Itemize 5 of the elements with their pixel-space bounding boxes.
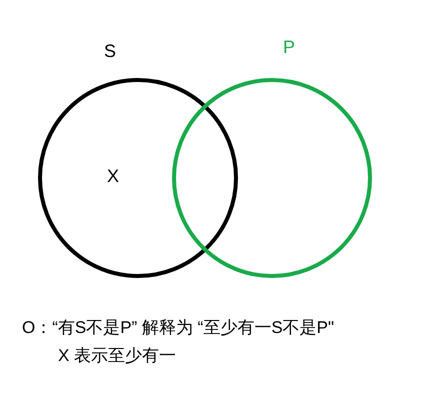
element-label: X [107,166,120,187]
set-label: S [104,41,116,62]
note-text: X 表示至少有一 [58,345,176,367]
note-text: O：“有S不是P” 解释为 “至少有一S不是P" [22,317,334,339]
set-label: P [283,37,296,58]
